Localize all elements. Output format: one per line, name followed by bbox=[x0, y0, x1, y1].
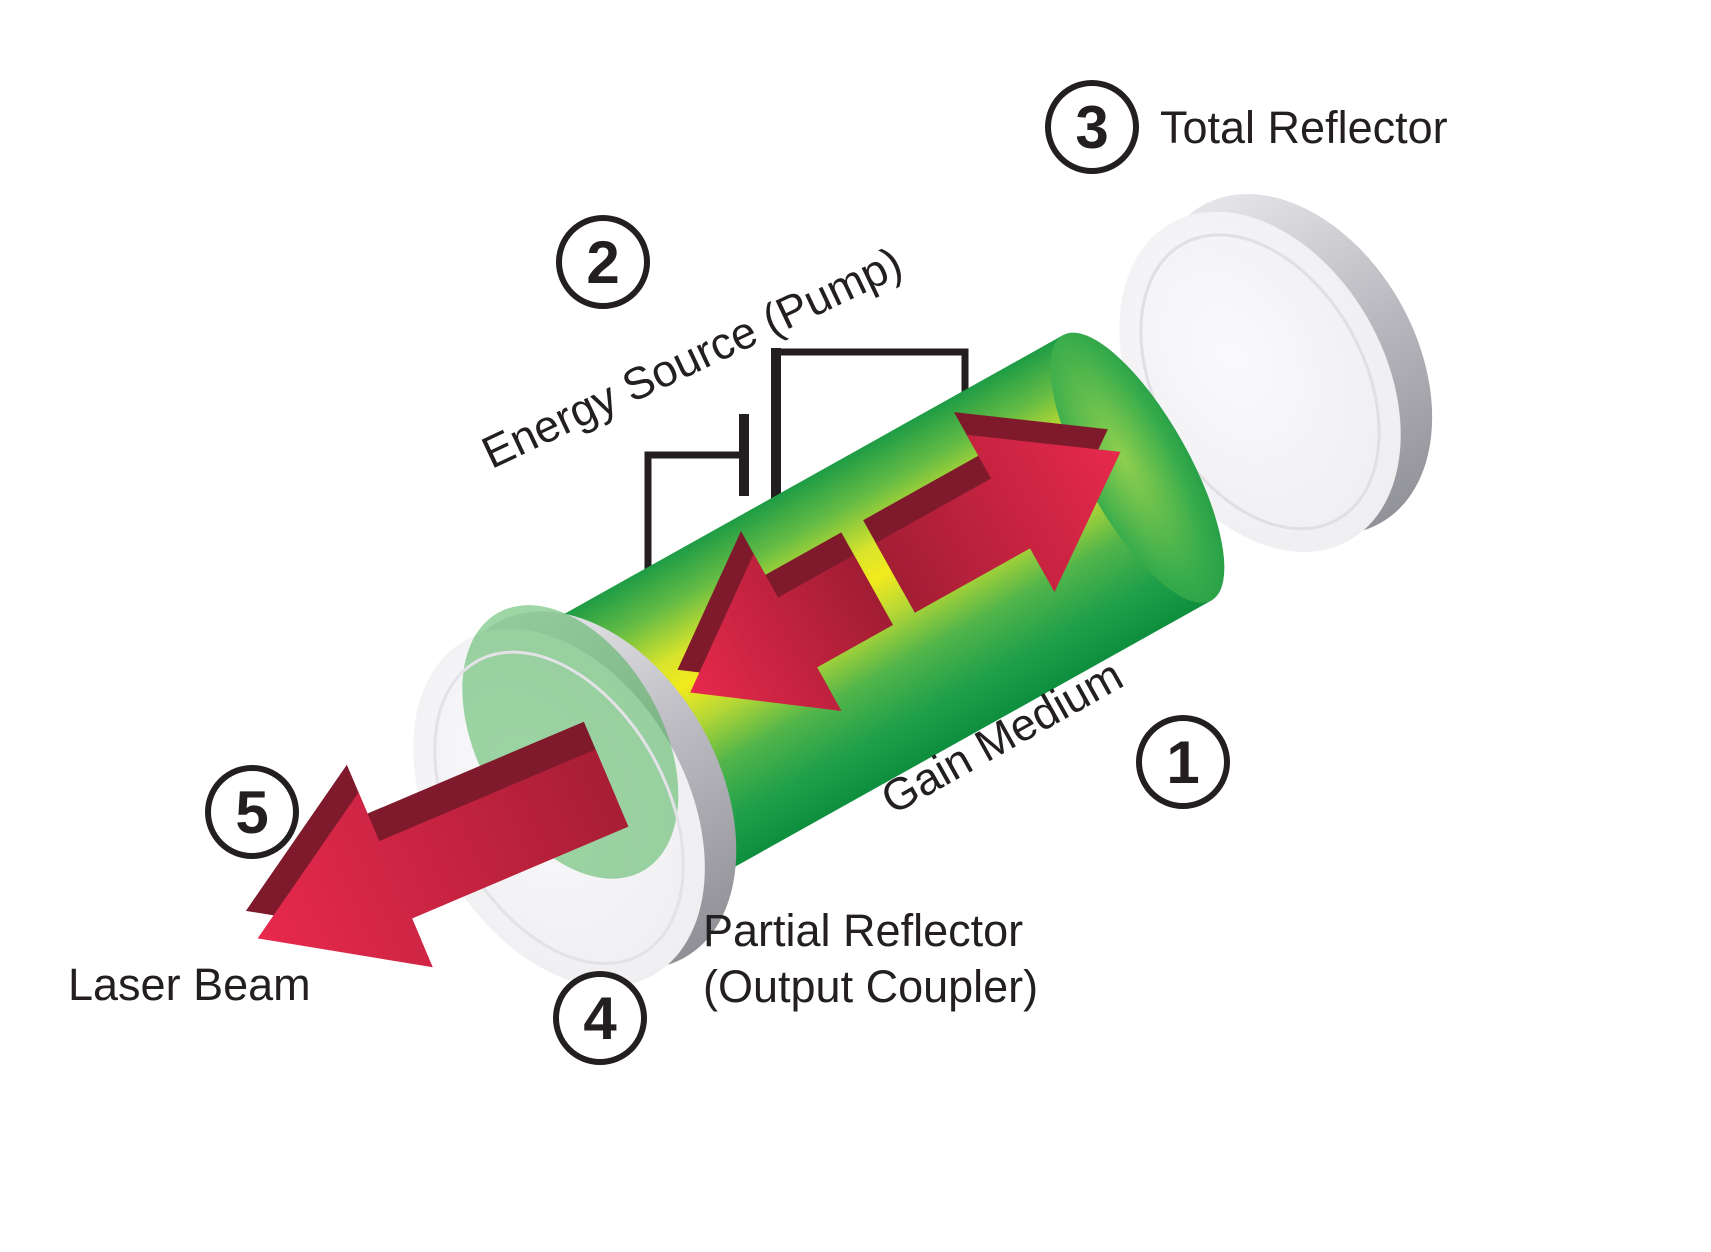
callout-4-badge: 4 bbox=[553, 971, 647, 1065]
total-reflector-label: Total Reflector bbox=[1160, 102, 1448, 153]
partial-reflector-label-line2: (Output Coupler) bbox=[703, 960, 1039, 1012]
arrow-right bbox=[875, 434, 1121, 613]
laser-beam-arrow bbox=[245, 721, 629, 968]
partial-reflector-label-line1: Partial Reflector bbox=[703, 905, 1024, 956]
beam-arrow bbox=[257, 749, 629, 968]
callout-1-badge: 1 bbox=[1136, 715, 1230, 809]
callout-2-badge: 2 bbox=[556, 215, 650, 309]
arrow-left bbox=[690, 553, 894, 712]
pump-circuit bbox=[644, 348, 969, 578]
laser-beam-label: Laser Beam bbox=[68, 959, 311, 1010]
cylinder-far-cap bbox=[1050, 332, 1225, 603]
pump-wire-left bbox=[644, 451, 739, 578]
intracavity-double-arrow bbox=[677, 412, 1121, 712]
callout-5-badge: 5 bbox=[205, 765, 299, 859]
partial-reflector-label: Partial Reflector (Output Coupler) bbox=[703, 903, 1038, 1015]
callout-3-badge: 3 bbox=[1045, 80, 1139, 174]
pump-wire-right bbox=[776, 348, 969, 405]
